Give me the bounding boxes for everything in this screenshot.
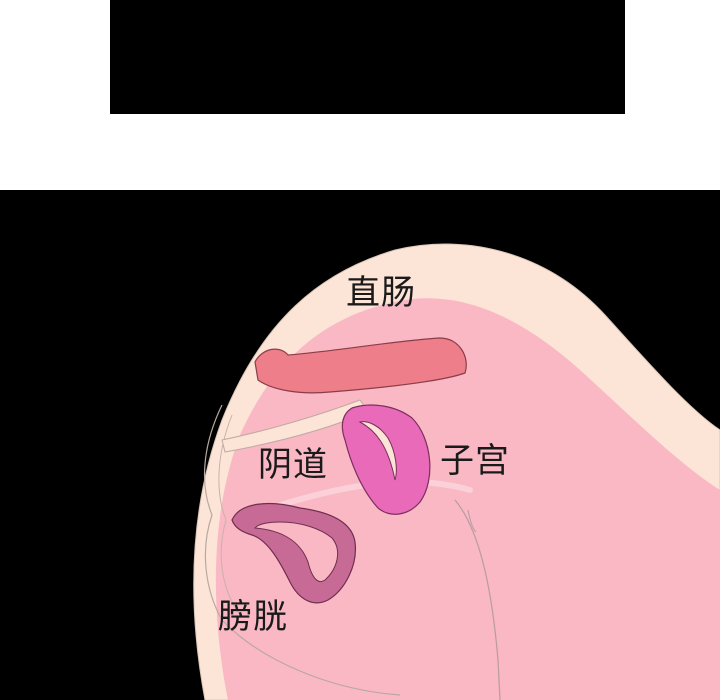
top-black-bar <box>110 0 625 114</box>
uterus-cavity <box>358 421 397 481</box>
bladder-label: 膀胱 <box>218 597 288 637</box>
vagina-label: 阴道 <box>258 445 328 485</box>
contour-line-inner <box>218 414 241 616</box>
bladder-lumen <box>254 521 339 583</box>
anatomy-panel: 直肠 阴道 子宫 膀胱 <box>0 190 720 700</box>
uterus-organ <box>341 404 431 515</box>
anatomy-illustration <box>193 243 720 700</box>
contour-line <box>203 404 401 696</box>
rectum-label: 直肠 <box>346 273 416 313</box>
rectum-organ <box>254 337 467 394</box>
uterus-label: 子宫 <box>440 441 510 481</box>
pelvic-tissue <box>215 298 720 700</box>
pelvic-floor-line <box>454 499 501 700</box>
pelvic-floor-line-2 <box>467 509 477 533</box>
